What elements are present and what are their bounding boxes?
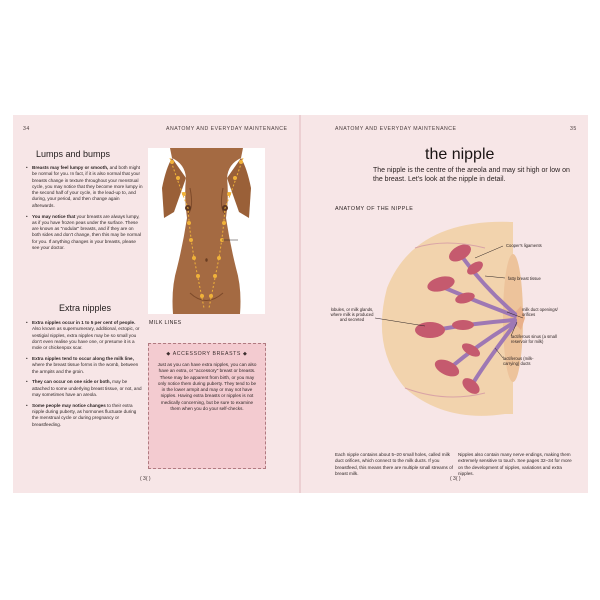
left-folio: ( 3( ) — [140, 476, 151, 482]
nipple-text-col1: Each nipple contains about 5–20 small ho… — [335, 452, 453, 476]
lumps-heading: Lumps and bumps — [36, 149, 111, 159]
intro-text: The nipple is the centre of the areola a… — [373, 167, 570, 183]
accessory-breasts-text: Just as you can have extra nipples, you … — [157, 362, 257, 412]
label-lactiferous-sinus: lactiferous sinus (a small reservoir for… — [511, 334, 557, 345]
extra-nipples-list: Extra nipples occur in 1 to 5 per cent o… — [26, 320, 143, 432]
label-coopers-ligaments: Cooper's ligaments — [506, 243, 542, 248]
extra-bullet-1: Extra nipples occur in 1 to 5 per cent o… — [26, 320, 143, 351]
milk-lines-caption: MILK LINES — [149, 320, 182, 326]
lumps-list: Breasts may feel lumpy or smooth, and bo… — [26, 165, 143, 256]
nipple-text-col2: Nipples also contain many nerve endings,… — [458, 452, 572, 476]
milk-lines-figure: sites of extra nipples along the milk li… — [148, 148, 265, 314]
book-gutter — [299, 115, 301, 493]
extra-bullet-2: Extra nipples tend to occur along the mi… — [26, 356, 143, 375]
extra-bullet-4: Some people may notice changes to their … — [26, 403, 143, 428]
right-running-header: ANATOMY AND EVERYDAY MAINTENANCE — [335, 126, 457, 132]
page-title: the nipple — [425, 146, 495, 163]
left-running-header: ANATOMY AND EVERYDAY MAINTENANCE — [166, 126, 288, 132]
nipple-anatomy-diagram — [375, 221, 525, 416]
extra-bullet-3: They can occur on one side or both, may … — [26, 379, 143, 398]
lumps-bullet-2: You may notice that your breasts are alw… — [26, 214, 143, 252]
torso-illustration — [162, 148, 251, 314]
right-folio: ( 3( ) — [450, 476, 461, 482]
label-duct-openings: milk duct openings/ orifices — [522, 307, 558, 318]
label-fatty-tissue: fatty breast tissue — [508, 276, 541, 281]
label-lactiferous-ducts: lactiferous (milk-carrying) ducts — [503, 356, 534, 367]
left-page-number: 34 — [23, 126, 30, 132]
accessory-breasts-title: ◆ ACCESSORY BREASTS ◆ — [166, 351, 248, 357]
section-heading: ANATOMY OF THE NIPPLE — [335, 206, 414, 212]
milk-line-callout: sites of extra nipples along the milk li… — [241, 234, 263, 247]
label-lobules: lobules, or milk glands, where milk is p… — [330, 307, 374, 323]
extra-nipples-heading: Extra nipples — [59, 303, 112, 313]
accessory-breasts-box: ◆ ACCESSORY BREASTS ◆ Just as you can ha… — [148, 343, 266, 469]
right-page-number: 35 — [570, 126, 577, 132]
lumps-bullet-1: Breasts may feel lumpy or smooth, and bo… — [26, 165, 143, 209]
